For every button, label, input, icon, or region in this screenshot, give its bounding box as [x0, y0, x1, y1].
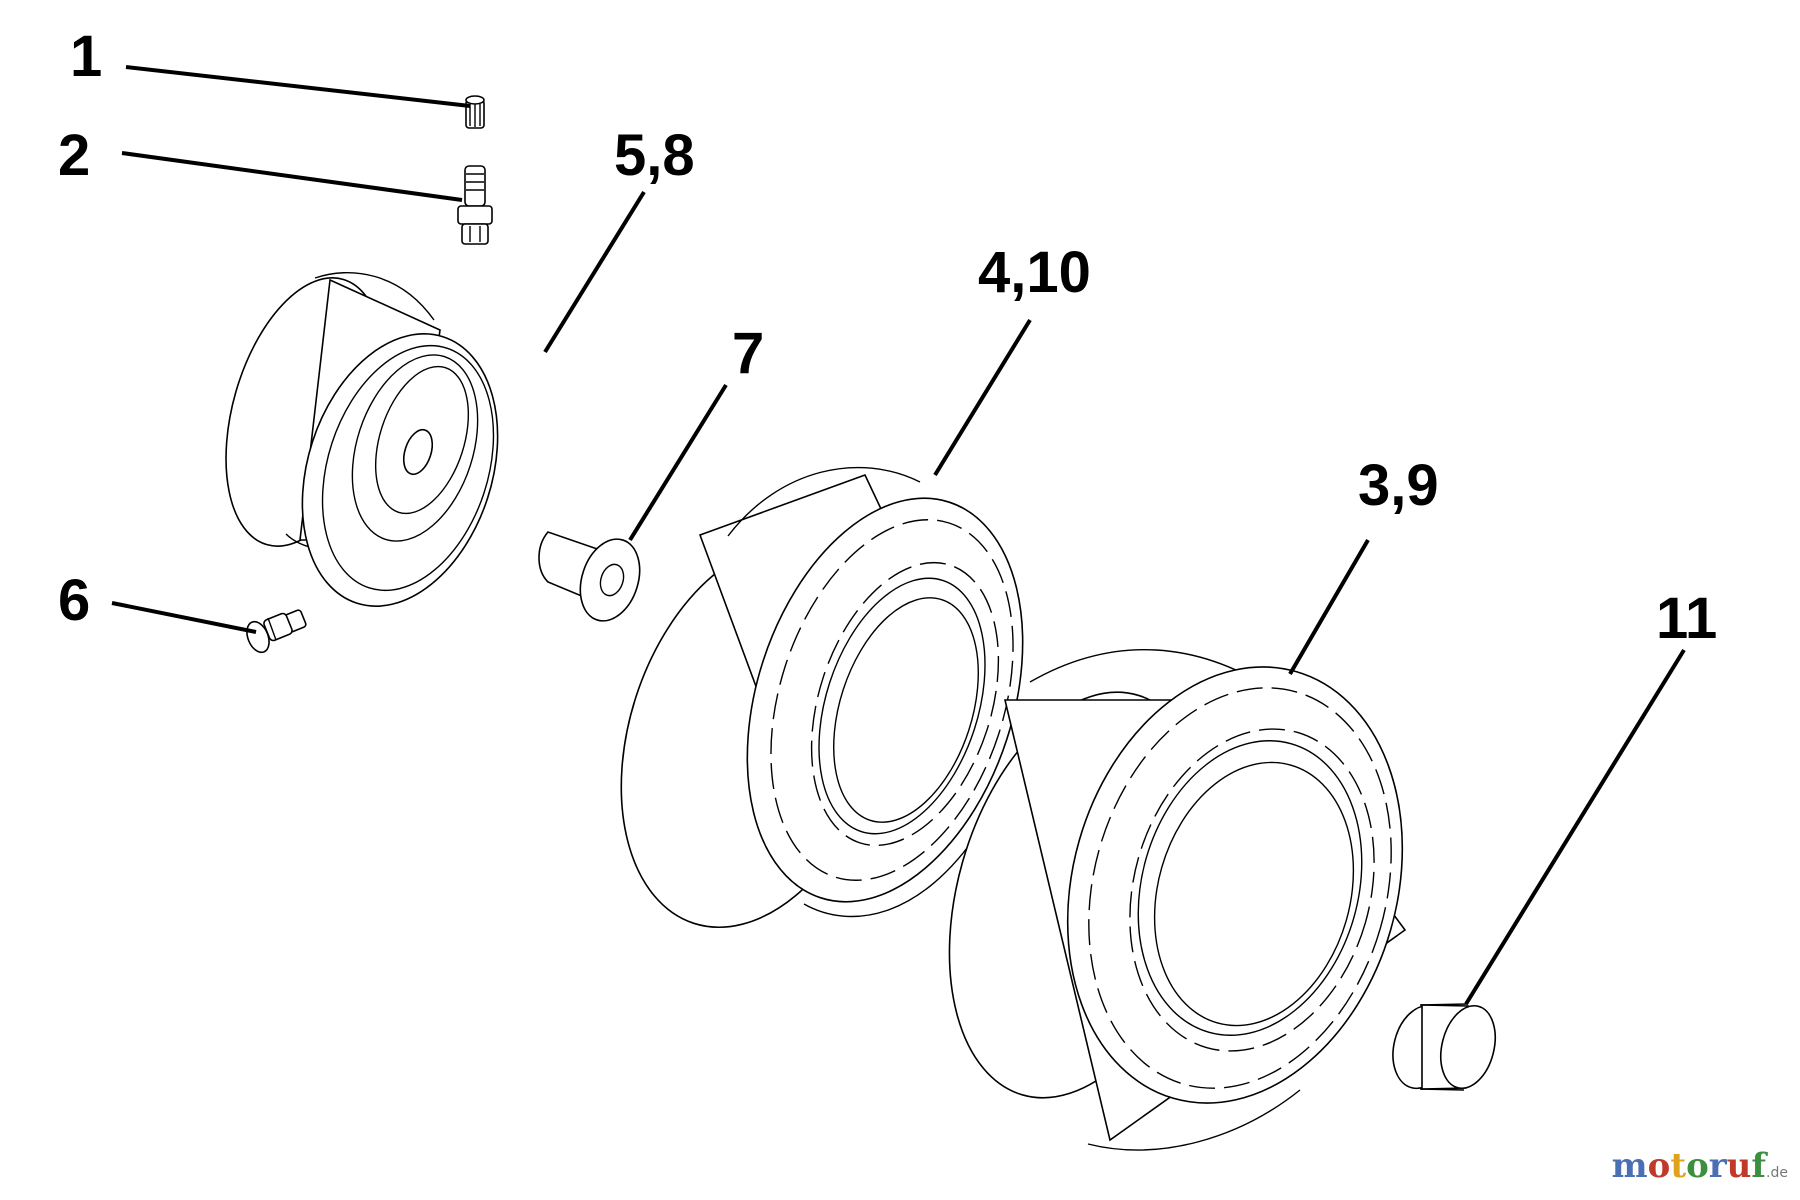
flange-bushing-part[interactable]	[538, 531, 650, 628]
valve-stem-part[interactable]	[457, 165, 493, 245]
callout-2: 2	[58, 123, 90, 188]
callout-7: 7	[732, 321, 764, 386]
watermark-letter: o	[1686, 1146, 1709, 1186]
watermark-letter: u	[1726, 1146, 1752, 1186]
watermark-letter: f	[1751, 1146, 1767, 1186]
leader-line-6	[111, 601, 257, 634]
leader-line-7	[628, 383, 728, 542]
watermark-wordmark: motoruf	[1612, 1146, 1766, 1186]
callout-3-9: 3,9	[1358, 453, 1439, 518]
leader-line-11	[1464, 648, 1686, 1006]
watermark-letter: m	[1611, 1146, 1648, 1186]
rear-tire-part[interactable]	[905, 627, 1452, 1151]
hub-cap-part[interactable]	[1385, 999, 1504, 1094]
wheel-rim-part[interactable]	[198, 260, 531, 632]
leader-line-410	[933, 318, 1032, 477]
callout-5-8: 5,8	[614, 123, 695, 188]
front-tire-part[interactable]	[575, 463, 1071, 962]
watermark-letter: o	[1647, 1146, 1671, 1186]
leader-line-58	[543, 190, 646, 354]
callout-6: 6	[58, 568, 90, 633]
leader-line-39	[1288, 538, 1370, 676]
motoruf-watermark-logo: motoruf.de	[1612, 1146, 1788, 1186]
callout-4-10: 4,10	[978, 240, 1091, 305]
callout-11: 11	[1656, 586, 1717, 651]
leader-line-2	[121, 151, 463, 202]
valve-cap-part[interactable]	[465, 95, 485, 129]
watermark-letter: r	[1708, 1146, 1727, 1186]
watermark-letter: t	[1670, 1146, 1687, 1186]
leader-line-1	[125, 65, 471, 108]
callout-1: 1	[70, 24, 102, 89]
watermark-tld: .de	[1766, 1165, 1788, 1181]
